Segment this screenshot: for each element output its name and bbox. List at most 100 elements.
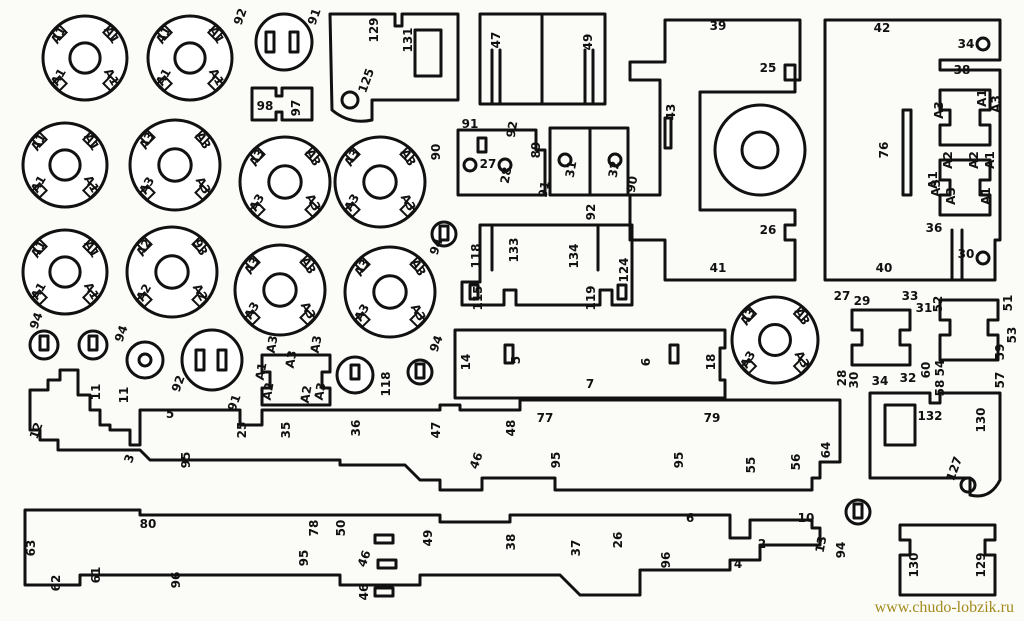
part-label-132: 132 [917, 409, 942, 423]
part-label-56: 56 [789, 454, 803, 471]
part-label-10: 10 [798, 511, 815, 525]
ring-11 [125, 340, 165, 380]
part-label-34: 34 [872, 374, 889, 388]
part-label-18: 18 [704, 354, 718, 371]
part-label-A1: A1 [975, 89, 989, 107]
panel-39-41 [628, 18, 807, 282]
part-label-4: 4 [734, 557, 742, 571]
part-label-43: 43 [664, 104, 678, 121]
part-label-115: 115 [471, 285, 485, 310]
part-label-27: 27 [480, 157, 497, 171]
part-label-A3: A3 [944, 187, 958, 205]
part-label-95: 95 [297, 550, 311, 567]
part-label-91: 91 [305, 6, 324, 26]
part-label-58: 58 [933, 380, 947, 397]
part-label-59: 59 [993, 344, 1007, 361]
part-label-31: 31 [563, 160, 580, 179]
spring-clip-right-2 [850, 298, 1000, 367]
part-label-50: 50 [334, 520, 348, 537]
part-label-118: 118 [469, 243, 483, 268]
part-label-90: 90 [624, 175, 641, 194]
bracket-132-130 [868, 391, 1002, 498]
frame-133-134 [460, 223, 634, 307]
part-label-130: 130 [907, 552, 921, 577]
disc-94-c [406, 358, 434, 386]
part-label-A1: A1 [979, 187, 993, 205]
part-label-36: 36 [349, 420, 363, 437]
part-label-91: 91 [536, 180, 553, 199]
part-label-47: 47 [489, 32, 503, 49]
part-label-32: 32 [900, 371, 917, 385]
part-label-91: 91 [225, 392, 244, 412]
part-label-49: 49 [421, 530, 435, 547]
part-label-95: 95 [672, 452, 686, 469]
part-label-A2: A2 [941, 151, 955, 169]
part-label-130: 130 [974, 407, 988, 432]
part-label-42: 42 [874, 21, 891, 35]
part-label-A3: A3 [264, 334, 281, 354]
part-label-64: 64 [819, 442, 833, 459]
part-label-37: 37 [569, 540, 583, 557]
part-label-38: 38 [954, 63, 971, 77]
part-label-A3: A3 [283, 349, 300, 369]
small-disc-94-left [28, 329, 60, 361]
part-label-41: 41 [710, 261, 727, 275]
terminal-disc-92-91 [180, 328, 244, 392]
part-label-34: 34 [958, 37, 975, 51]
part-label-57: 57 [993, 372, 1007, 389]
clip-block-31-32 [548, 126, 630, 197]
part-label-2: 2 [758, 537, 766, 551]
part-label-35: 35 [279, 422, 293, 439]
part-label-131: 131 [401, 27, 415, 52]
part-label-63: 63 [24, 540, 38, 557]
part-label-5: 5 [166, 407, 174, 421]
part-label-133: 133 [507, 237, 521, 262]
part-label-31: 31 [916, 301, 933, 315]
part-label-125: 125 [355, 66, 377, 94]
part-label-46: 46 [355, 548, 374, 568]
part-label-7: 7 [586, 377, 594, 391]
part-label-49: 49 [581, 34, 595, 51]
part-label-12: 12 [27, 420, 46, 440]
part-label-118: 118 [379, 371, 393, 396]
part-label-38: 38 [504, 534, 518, 551]
panel-47-49 [478, 12, 607, 106]
part-label-6: 6 [686, 511, 694, 525]
part-label-95: 95 [179, 452, 193, 469]
part-label-36: 36 [926, 221, 943, 235]
bracket-130-129 [898, 523, 997, 597]
part-label-28: 28 [835, 370, 849, 387]
spring-clip-right [938, 88, 992, 217]
part-label-5: 5 [509, 356, 523, 364]
long-strip-lower [23, 508, 822, 598]
part-label-94: 94 [427, 236, 446, 256]
part-label-29: 29 [854, 294, 871, 308]
part-label-6: 6 [639, 358, 653, 366]
tab-94-top [430, 220, 458, 248]
small-disc-94-b [77, 329, 109, 361]
part-label-119: 119 [584, 285, 598, 310]
disc-94-bottom [844, 498, 872, 526]
part-label-96: 96 [659, 552, 673, 569]
part-label-94: 94 [112, 323, 131, 343]
part-label-26: 26 [760, 223, 777, 237]
part-label-96: 96 [169, 572, 183, 589]
part-label-30: 30 [958, 247, 975, 261]
part-label-90: 90 [429, 144, 443, 161]
part-label-54: 54 [933, 360, 947, 377]
watermark-text: www.chudo-lobzik.ru [874, 599, 1014, 616]
part-label-53: 53 [1005, 327, 1019, 344]
part-label-A2: A2 [298, 384, 315, 404]
part-label-94: 94 [27, 310, 46, 330]
part-label-77: 77 [537, 411, 554, 425]
part-label-A1: A1 [926, 171, 940, 189]
part-label-13: 13 [813, 535, 830, 554]
